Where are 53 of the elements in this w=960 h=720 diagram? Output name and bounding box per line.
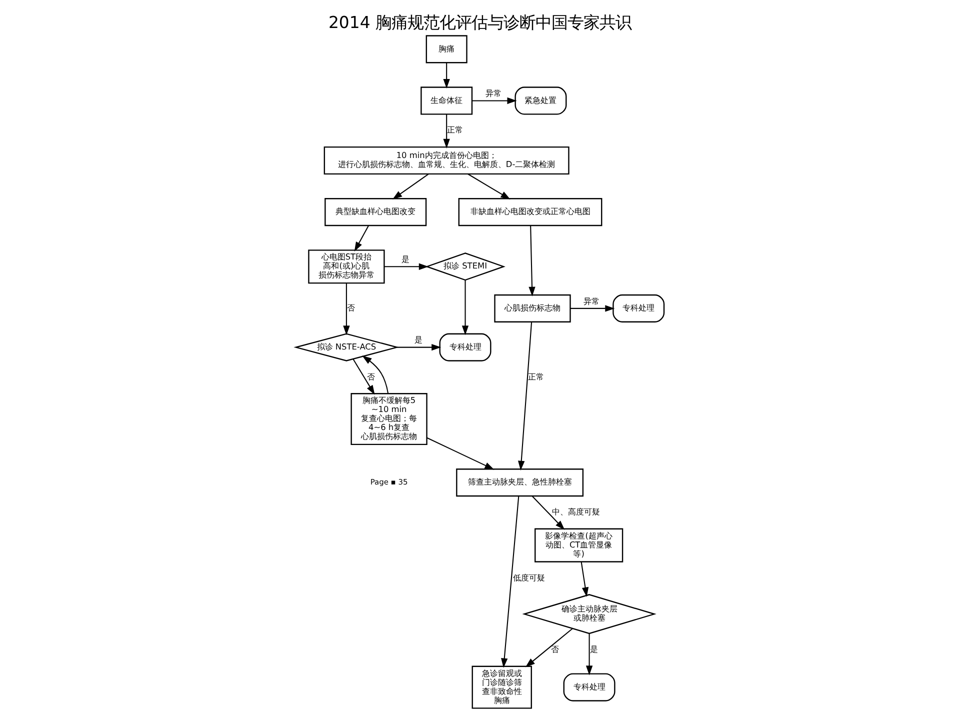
diagram-title: 2014 胸痛规范化评估与诊断中国专家共识 [328,12,632,32]
node-diamond: 拟诊 NSTE-ACS [294,333,400,362]
node-box: 胸痛 [426,35,468,64]
edge-label: 异常 [486,88,502,98]
node-box: 胸痛不缓解每5~10 min复查心电图；每4~6 h复查心肌损伤标志物 [350,393,428,446]
edge-label: 否 [346,302,355,313]
arrow [392,174,429,200]
label: Page ▪ 35 [370,477,408,486]
node-box: 专科处理 [563,673,616,702]
arrow [528,226,536,296]
node-box: 心电图ST段抬高和(或)心肌损伤标志物异常 [308,250,385,284]
arrow [343,283,350,336]
edge-label: 正常 [447,124,464,135]
node-box: 急诊留观或门诊随诊筛查非致命性胸痛 [472,666,532,709]
edge-label: 中、高度可疑 [552,506,600,517]
node-diamond: 确诊主动脉夹层或肺栓塞 [522,594,656,634]
arrow [352,358,375,395]
edge-label: 否 [367,371,376,382]
arrow [580,562,589,597]
arrow [362,356,389,394]
node-box: 影像学检查(超声心动图、CT血管显像等) [534,528,624,562]
edge-label: 否 [550,644,559,654]
arrow [462,280,469,336]
arrow [397,344,442,351]
arrow [426,437,494,470]
node-box: 紧急处置 [514,86,567,115]
node-box: 典型缺血样心电图改变 [324,198,427,226]
node-box: 10 min内完成首份心电图； 进行心肌损伤标志物、血常规、生化、电解质、D-二聚体检测 [324,146,570,175]
arrow [472,97,517,104]
node-box: 专科处理 [439,333,492,362]
arrow [384,263,428,270]
edge-label: 异常 [584,296,600,306]
node-box: 心肌损伤标志物 [494,294,571,322]
arrow [443,62,450,89]
edge-label: 是 [402,254,410,264]
arrow [586,634,593,676]
edge-label: 是 [590,644,598,654]
node-diamond: 拟诊 STEMI [425,252,506,281]
node-box: 筛查主动脉夹层、急性肺栓塞 [456,468,584,497]
node-box: 非缺血样心电图改变或正常心电图 [458,198,602,226]
arrow [518,322,532,470]
node-box: 专科处理 [612,294,665,322]
arrow [525,628,573,668]
edge-label: 正常 [528,371,544,382]
arrow [501,496,520,668]
edge-label: 是 [414,334,422,345]
arrow [532,496,565,530]
arrow [443,114,450,148]
node-box: 生命体征 [420,86,473,115]
arrow [354,225,369,252]
edge-label: 低度可疑 [512,572,545,582]
arrow [468,174,510,200]
arrow [570,305,615,312]
